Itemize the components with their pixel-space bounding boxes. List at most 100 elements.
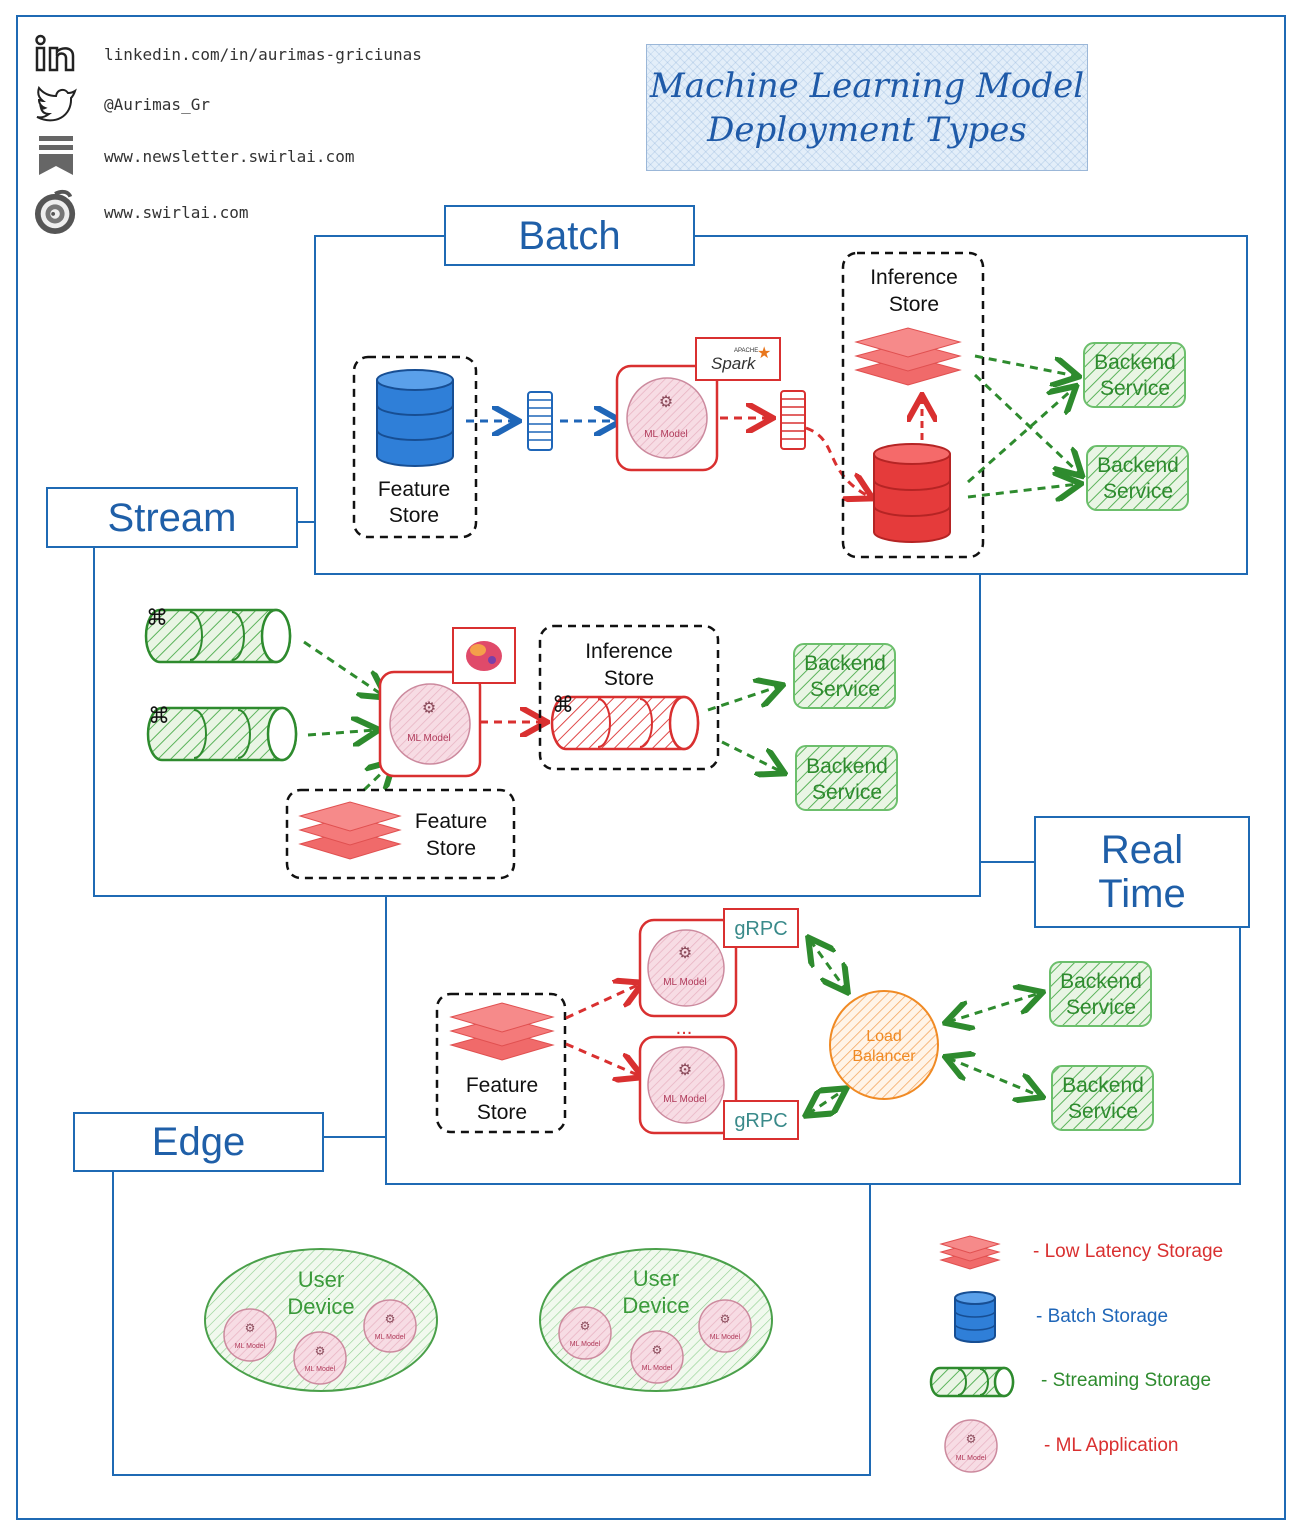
swirl-logo-icon — [34, 189, 78, 234]
gear-icon: ⚙ — [422, 700, 436, 717]
gear-icon: ⚙ — [678, 1062, 692, 1079]
svg-text:ML Model: ML Model — [710, 1334, 741, 1341]
stream-backend-service-2: Backend Service — [795, 745, 898, 811]
svg-text:Service: Service — [1103, 480, 1173, 503]
stream-inference-label-1: Inference — [585, 640, 673, 663]
svg-text:Device: Device — [287, 1294, 354, 1319]
svg-text:Backend: Backend — [1062, 1074, 1144, 1097]
stream-ml-application: ⚙ ML Model — [378, 670, 482, 778]
realtime-feature-label-1: Feature — [466, 1074, 538, 1097]
header-link-twitter[interactable]: @Aurimas_Gr — [34, 82, 210, 126]
spark-badge: APACHE Spark ★ — [695, 337, 781, 381]
spark-badge-label: Spark — [711, 354, 757, 373]
gear-icon: ⚙ — [678, 945, 692, 962]
batch-storage-icon — [376, 369, 454, 467]
load-balancer: Load Balancer — [829, 990, 939, 1100]
kafka-icon: ⌘ — [148, 703, 170, 728]
legend-batch: - Batch Storage — [1036, 1306, 1169, 1327]
svg-text:User: User — [298, 1267, 344, 1292]
ml-application-icon: ⚙ ML Model — [944, 1419, 998, 1473]
grpc-badge-1: gRPC — [723, 908, 799, 948]
header-link-linkedin[interactable]: linkedin.com/in/aurimas-griciunas — [34, 32, 422, 76]
user-device-1: User Device ⚙ ML Model ⚙ ML Model ⚙ ML Mode… — [204, 1248, 438, 1392]
edge-ml-model: ⚙ML Model — [558, 1306, 612, 1360]
svg-text:⚙: ⚙ — [652, 1343, 663, 1357]
edge-label: Edge — [73, 1112, 324, 1172]
realtime-backend-service-1: Backend Service — [1049, 961, 1152, 1027]
legend-ml-application: - ML Application — [1044, 1435, 1179, 1456]
stream-feature-store: Feature Store — [285, 788, 516, 880]
gear-icon: ⚙ — [659, 394, 673, 411]
stream-input-topic-1: ⌘ — [144, 605, 292, 664]
header-link-newsletter[interactable]: www.newsletter.swirlai.com — [34, 134, 354, 178]
stream-backend-service-1: Backend Service — [793, 643, 896, 709]
stream-input-topic-2: ⌘ — [146, 703, 298, 762]
low-latency-storage-icon — [854, 327, 962, 386]
svg-text:⚙: ⚙ — [315, 1344, 326, 1358]
edge-ml-model: ⚙ ML Model — [698, 1299, 752, 1353]
svg-text:Load: Load — [866, 1028, 902, 1045]
svg-text:⚙: ⚙ — [720, 1312, 731, 1326]
edge-ml-model: ⚙ ML Model — [223, 1308, 277, 1362]
twitter-handle[interactable]: @Aurimas_Gr — [104, 94, 210, 114]
batch-inference-label-1: Inference — [870, 266, 958, 289]
svg-text:ML Model: ML Model — [642, 1365, 673, 1372]
svg-text:Backend: Backend — [1094, 351, 1176, 374]
batch-inference-store: Inference Store — [841, 251, 985, 559]
linkedin-url[interactable]: linkedin.com/in/aurimas-griciunas — [104, 44, 422, 64]
website-url[interactable]: www.swirlai.com — [104, 202, 249, 222]
svg-text:ML Model: ML Model — [956, 1455, 987, 1462]
batch-inference-label-2: Store — [889, 293, 939, 316]
user-device-2: User Device ⚙ML Model ⚙ML Model ⚙ML Mode… — [539, 1248, 773, 1392]
linkedin-icon — [34, 32, 78, 76]
kafka-icon: ⌘ — [552, 692, 574, 717]
batch-ml-model-label: ML Model — [644, 429, 688, 440]
stream-label: Stream — [46, 487, 298, 548]
title-line-2: Deployment Types — [707, 109, 1027, 150]
realtime-ml-application-2: ⚙ ML Model — [638, 1035, 738, 1135]
realtime-feature-label-2: Store — [477, 1101, 527, 1124]
svg-text:gRPC: gRPC — [734, 918, 787, 940]
svg-text:User: User — [633, 1266, 679, 1291]
legend-low-latency: - Low Latency Storage — [1033, 1241, 1224, 1262]
svg-text:Backend: Backend — [804, 652, 886, 675]
svg-text:Service: Service — [1066, 996, 1136, 1019]
svg-text:ML Model: ML Model — [305, 1366, 336, 1373]
low-latency-storage-icon — [939, 1235, 1001, 1270]
realtime-ml-application-1: ⚙ ML Model — [638, 918, 738, 1018]
svg-text:Device: Device — [622, 1293, 689, 1318]
newsletter-url[interactable]: www.newsletter.swirlai.com — [104, 146, 355, 166]
batch-feature-label-1: Feature — [378, 478, 450, 501]
batch-label: Batch — [444, 205, 695, 266]
svg-text:Backend: Backend — [806, 755, 888, 778]
legend: ⚙ ML Model — [929, 1235, 1015, 1473]
twitter-icon — [34, 82, 78, 126]
edge-panel — [112, 1172, 871, 1476]
stream-feature-label-1: Feature — [415, 810, 487, 833]
realtime-panel — [385, 896, 1241, 1185]
stream-inference-label-2: Store — [604, 667, 654, 690]
batch-backend-service-1: Backend Service — [1083, 342, 1186, 408]
batch-feature-store: Feature Store — [352, 355, 478, 539]
svg-text:ML Model: ML Model — [663, 977, 707, 988]
batch-queue-red — [780, 390, 806, 450]
grpc-badge-2: gRPC — [723, 1100, 799, 1140]
svg-text:⚙: ⚙ — [966, 1432, 977, 1446]
header-link-website[interactable]: www.swirlai.com — [34, 189, 249, 234]
stream-ml-model-label: ML Model — [407, 733, 451, 744]
diagram-title: Machine Learning Model Deployment Types — [646, 44, 1088, 171]
svg-text:⚙: ⚙ — [245, 1321, 256, 1335]
svg-text:Service: Service — [1068, 1100, 1138, 1123]
kafka-icon: ⌘ — [146, 605, 168, 630]
edge-ml-model: ⚙ ML Model — [630, 1330, 684, 1384]
realtime-feature-store: Feature Store — [435, 992, 567, 1134]
stream-panel — [93, 548, 981, 897]
svg-text:ML Model: ML Model — [663, 1094, 707, 1105]
batch-storage-icon — [954, 1291, 996, 1343]
streaming-storage-icon — [929, 1366, 1015, 1398]
flink-badge — [452, 627, 516, 684]
svg-text:⚙: ⚙ — [580, 1319, 591, 1333]
svg-text:Backend: Backend — [1060, 970, 1142, 993]
svg-text:ML Model: ML Model — [235, 1343, 266, 1350]
